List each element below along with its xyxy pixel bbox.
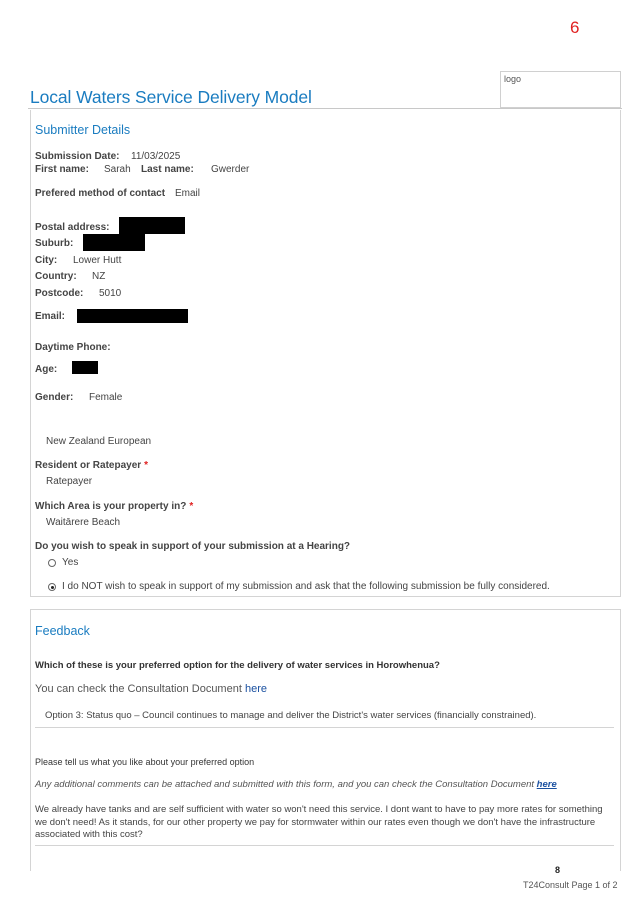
email-label: Email: bbox=[35, 311, 66, 322]
suburb-redaction bbox=[83, 234, 145, 251]
first-name-label: First name: bbox=[35, 164, 89, 175]
submission-date-value: 11/03/2025 bbox=[131, 151, 181, 162]
attach-note-text: Any additional comments can be attached … bbox=[35, 779, 535, 790]
first-name-value: Sarah bbox=[104, 164, 131, 175]
hearing-question: Do you wish to speak in support of your … bbox=[35, 541, 351, 552]
consultation-link[interactable]: here bbox=[244, 683, 267, 695]
resident-value: Ratepayer bbox=[46, 476, 93, 487]
email-redaction bbox=[77, 309, 188, 323]
title-divider bbox=[28, 108, 622, 109]
gender-label: Gender: bbox=[35, 392, 74, 403]
like-prompt: Please tell us what you like about your … bbox=[35, 757, 255, 767]
resident-label: Resident or Ratepayer* bbox=[35, 460, 148, 471]
age-redaction bbox=[72, 361, 98, 374]
hearing-yes-label: Yes bbox=[62, 557, 79, 568]
contact-method-label: Prefered method of contact bbox=[35, 188, 166, 199]
hearing-yes-radio[interactable] bbox=[48, 559, 56, 567]
age-label: Age: bbox=[35, 364, 58, 375]
daytime-phone-label: Daytime Phone: bbox=[35, 342, 111, 353]
ethnicity-value: New Zealand European bbox=[46, 436, 152, 447]
attach-note: Any additional comments can be attached … bbox=[35, 779, 557, 790]
last-name-value: Gwerder bbox=[211, 164, 250, 175]
logo-placeholder: logo bbox=[500, 71, 621, 108]
footer-page-number: 8 bbox=[555, 865, 561, 875]
last-name-label: Last name: bbox=[141, 164, 194, 175]
city-value: Lower Hutt bbox=[73, 255, 122, 266]
selected-option-value: Option 3: Status quo – Council continues… bbox=[45, 710, 537, 721]
consultation-line: You can check the Consultation Document … bbox=[35, 683, 267, 695]
attach-note-link[interactable]: here bbox=[536, 779, 557, 790]
gender-value: Female bbox=[89, 392, 123, 403]
option-divider bbox=[35, 727, 614, 728]
logo-label: logo bbox=[504, 74, 522, 84]
required-marker: * bbox=[144, 460, 149, 471]
postcode-label: Postcode: bbox=[35, 288, 84, 299]
consultation-prefix: You can check the Consultation Document bbox=[35, 683, 242, 695]
area-label-text: Which Area is your property in? bbox=[35, 501, 187, 512]
footer-text: T24Consult Page 1 of 2 bbox=[523, 880, 618, 890]
hearing-no-label: I do NOT wish to speak in support of my … bbox=[62, 581, 550, 592]
answer-divider bbox=[35, 845, 614, 846]
submitter-heading: Submitter Details bbox=[35, 123, 131, 137]
postal-address-redaction bbox=[119, 217, 185, 234]
country-label: Country: bbox=[35, 271, 77, 282]
city-label: City: bbox=[35, 255, 58, 266]
page-title: Local Waters Service Delivery Model bbox=[30, 87, 312, 107]
area-value: Waitārere Beach bbox=[46, 517, 121, 528]
hearing-no-radio[interactable] bbox=[48, 583, 56, 591]
postal-address-label: Postal address: bbox=[35, 222, 110, 233]
resident-label-text: Resident or Ratepayer bbox=[35, 460, 142, 471]
suburb-label: Suburb: bbox=[35, 238, 74, 249]
postcode-value: 5010 bbox=[99, 288, 122, 299]
like-answer: We already have tanks and are self suffi… bbox=[35, 804, 603, 840]
country-value: NZ bbox=[92, 271, 106, 282]
submitter-panel bbox=[30, 110, 621, 597]
feedback-panel bbox=[30, 609, 621, 871]
preferred-option-question: Which of these is your preferred option … bbox=[35, 660, 440, 671]
submission-date-label: Submission Date: bbox=[35, 151, 120, 162]
area-label: Which Area is your property in?* bbox=[35, 501, 193, 512]
contact-method-value: Email bbox=[175, 188, 201, 199]
feedback-heading: Feedback bbox=[35, 624, 90, 638]
page-number: 6 bbox=[570, 18, 580, 37]
required-marker: * bbox=[189, 501, 194, 512]
